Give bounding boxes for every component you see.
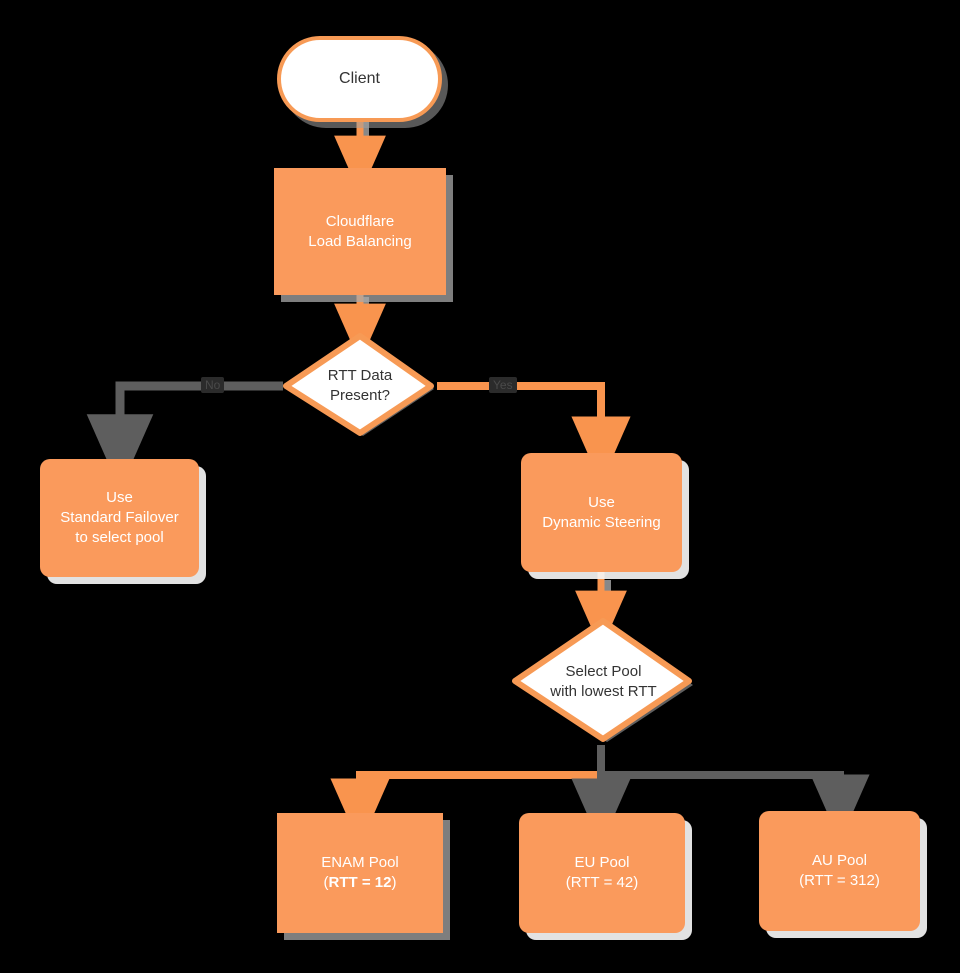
node-standard-failover-label: Use Standard Failover to select pool: [60, 489, 179, 546]
node-client[interactable]: Client: [277, 36, 442, 122]
node-standard-failover[interactable]: Use Standard Failover to select pool: [40, 459, 199, 577]
node-select-pool-lowest-rtt[interactable]: Select Pool with lowest RTT: [511, 618, 696, 746]
diamond-shape: [283, 333, 434, 436]
node-rtt-data-present-label: RTT Data Present?: [327, 366, 393, 404]
edge-select-to-au: [601, 771, 870, 842]
node-au-pool-label: AU Pool (RTT = 312): [799, 852, 880, 889]
edge-label-yes: Yes: [489, 377, 517, 393]
node-eu-pool-rtt: (RTT = 42): [565, 874, 639, 891]
edge-label-no: No: [201, 377, 225, 393]
edge-select-to-enam: [330, 745, 605, 846]
node-au-pool[interactable]: AU Pool (RTT = 312): [759, 811, 920, 931]
node-client-label: Client: [339, 70, 380, 88]
node-cloudflare-load-balancing-label: Cloudflare Load Balancing: [308, 212, 412, 250]
node-enam-pool-rtt: (RTT = 12): [323, 874, 397, 891]
node-dynamic-steering[interactable]: Use Dynamic Steering: [521, 453, 682, 572]
edge-rtt-no: [86, 381, 283, 490]
node-rtt-data-present[interactable]: RTT Data Present?: [283, 333, 437, 439]
node-eu-pool[interactable]: EU Pool (RTT = 42): [519, 813, 685, 933]
node-dynamic-steering-label: Use Dynamic Steering: [542, 493, 661, 531]
diamond-shape: [512, 618, 693, 742]
node-select-pool-lowest-rtt-label: Select Pool with lowest RTT: [550, 662, 657, 700]
node-au-pool-rtt: (RTT = 312): [799, 872, 880, 889]
node-eu-pool-label: EU Pool (RTT = 42): [565, 854, 639, 891]
edge-rtt-yes: [437, 382, 631, 484]
node-enam-pool-label: ENAM Pool (RTT = 12): [321, 854, 399, 891]
node-cloudflare-load-balancing[interactable]: Cloudflare Load Balancing: [274, 168, 446, 295]
node-enam-pool[interactable]: ENAM Pool (RTT = 12): [277, 813, 443, 933]
